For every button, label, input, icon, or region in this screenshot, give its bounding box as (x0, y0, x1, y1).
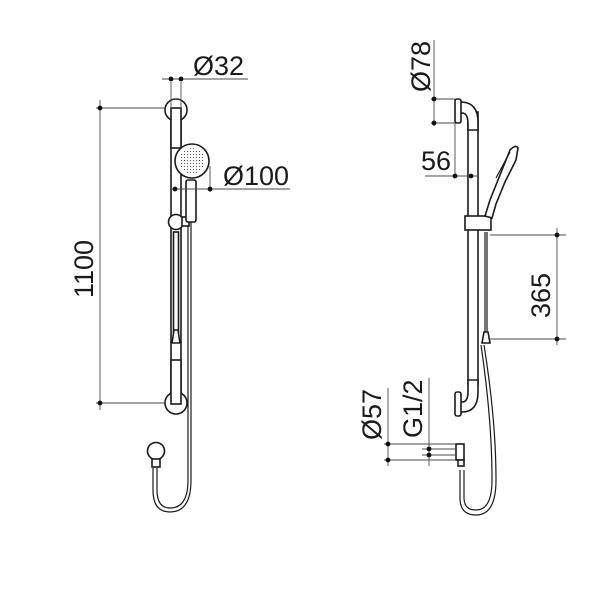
bottom-flange (454, 391, 462, 417)
side-handpiece (483, 145, 519, 219)
side-hose (459, 344, 497, 516)
side-rail (467, 111, 479, 385)
side-wall-outlet (455, 443, 465, 461)
top-flange (454, 98, 462, 124)
dim-flange-diameter: Ø78 (406, 41, 436, 92)
dim-rail-diameter: Ø32 (193, 51, 244, 81)
side-view: Ø78 56 365 Ø57 G1/2 (357, 40, 566, 516)
dim-slide-travel: 365 (526, 273, 556, 318)
dim-wall-outlet-diameter: Ø57 (357, 389, 387, 440)
front-view: Ø32 Ø100 1100 (69, 51, 290, 513)
dim-rail-length: 1100 (69, 240, 99, 298)
spray-pattern (179, 148, 205, 174)
dim-projection: 56 (421, 146, 451, 176)
side-slider (464, 215, 492, 231)
handpiece-handle (185, 179, 197, 223)
dim-thread: G1/2 (398, 379, 428, 438)
hose (152, 222, 192, 513)
wall-outlet-icon (146, 441, 166, 461)
dim-handpiece-diameter: Ø100 (223, 161, 289, 191)
